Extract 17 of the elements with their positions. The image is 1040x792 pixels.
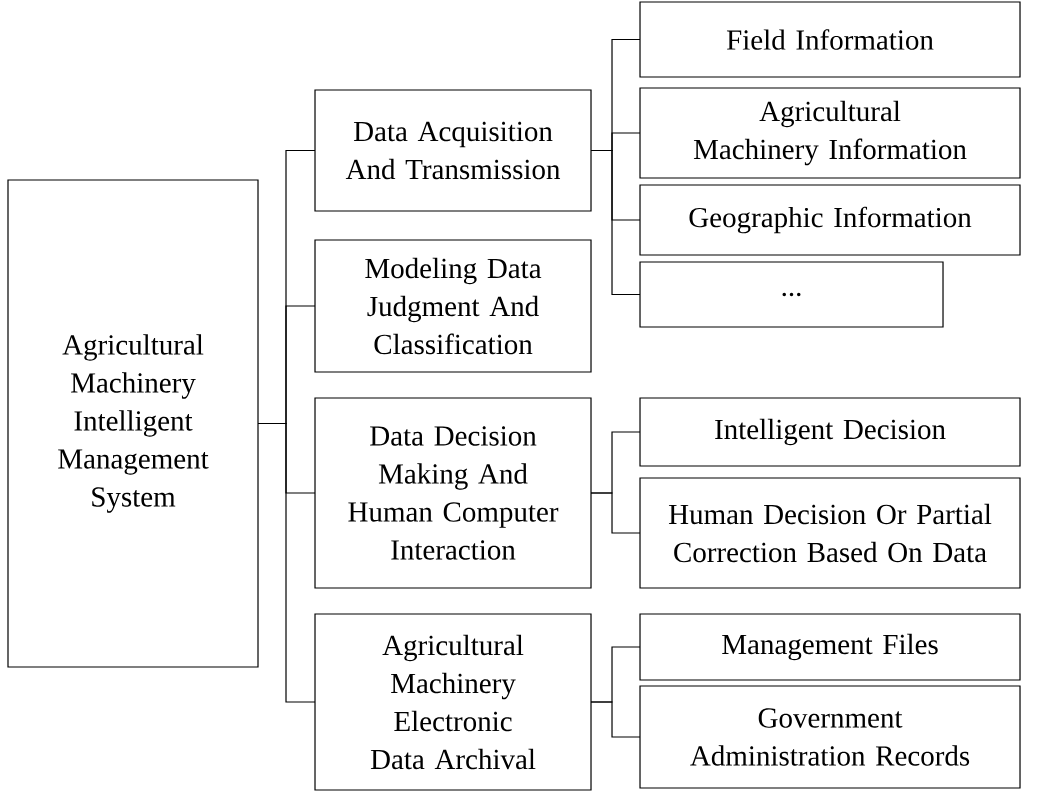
box: ... [639, 261, 944, 328]
connector [590, 492, 641, 534]
box: Field Information [639, 1, 1021, 78]
box: Agricultural Machinery Electronic Data Archival [314, 613, 592, 791]
box: Geographic Information [639, 184, 1021, 256]
box: Agricultural Machinery Information [639, 87, 1021, 179]
box: Government Administration Records [639, 685, 1021, 789]
box: Management Files [639, 613, 1021, 681]
box: Intelligent Decision [639, 397, 1021, 467]
box: Agricultural Machinery Intelligent Management System [7, 179, 259, 668]
box: Data Decision Making And Human Computer Interaction [314, 397, 592, 589]
box: Data Acquisition And Transmission [314, 89, 592, 212]
connector [590, 149, 641, 296]
connector [590, 701, 641, 738]
connector [257, 422, 316, 703]
box: Modeling Data Judgment And Classification [314, 239, 592, 373]
box: Human Decision Or Partial Correction Based On Data [639, 477, 1021, 589]
